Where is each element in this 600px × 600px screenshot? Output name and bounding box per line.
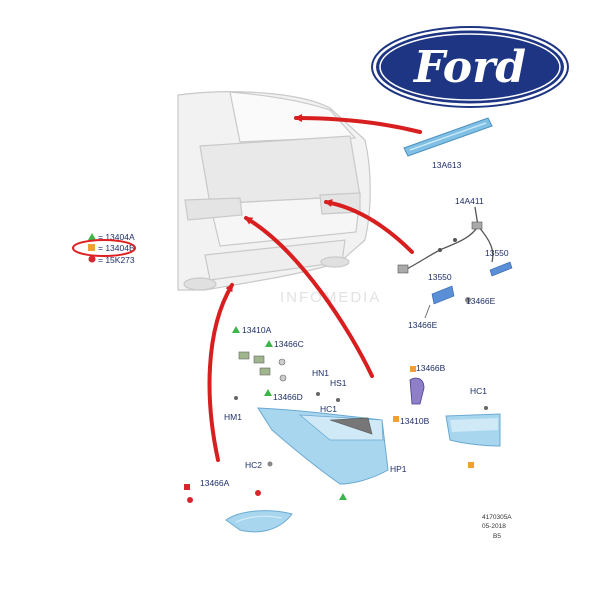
legend-item-15k273: = 15K273	[98, 255, 135, 265]
arrow-14a411	[324, 199, 414, 254]
legend-red-circle-marker	[88, 255, 96, 263]
leader-arrows	[207, 114, 422, 462]
diagram-footer: 4170305A 05-2018 B5	[482, 514, 512, 540]
label-hs1: HS1	[330, 378, 347, 388]
label-13466a: 13466A	[200, 478, 230, 488]
label-13550-left: 13550	[428, 272, 452, 282]
triangle-13466d	[264, 389, 272, 396]
label-14a411: 14A411	[455, 196, 484, 206]
legend-orange-square-marker	[88, 244, 95, 251]
legend-item-13404a: = 13404A	[98, 232, 135, 242]
triangle-13410a	[232, 326, 240, 333]
legend-item-13404b: = 13404B	[98, 243, 135, 253]
label-hm1: HM1	[224, 412, 242, 422]
ford-logo: Ford	[371, 26, 569, 108]
label-13466d: 13466D	[273, 392, 303, 402]
legend-highlight-circle	[72, 239, 136, 257]
label-13410a: 13410A	[242, 325, 272, 335]
legend: = 13404A = 13404B = 15K273	[72, 232, 136, 265]
triangle-hp1-marker	[339, 493, 347, 500]
part-reflector: 13466A	[184, 478, 293, 533]
label-hp1: HP1	[390, 464, 407, 474]
footer-date: 05-2018	[482, 523, 506, 530]
part-tail-lamp-inner: 13466B 13410B HC1	[393, 363, 501, 468]
label-hn1: HN1	[312, 368, 329, 378]
label-13a613: 13A613	[432, 160, 462, 170]
watermark: INFOMEDIA	[280, 289, 381, 306]
legend-green-triangle-marker	[88, 233, 96, 240]
arrow-13a613	[294, 114, 422, 134]
part-socket-group: 13410A 13466C 13466D HN1 HS1 HM1 HC1	[224, 325, 347, 422]
label-hc1-center: HC1	[320, 404, 337, 414]
part-tail-lamp-outer: HP1 HC2	[245, 407, 407, 500]
footer-code: B5	[493, 533, 501, 540]
part-14a411: 14A411 13550 13550 13466E 13466E	[397, 196, 513, 330]
label-hc1-right: HC1	[470, 386, 487, 396]
label-hc2: HC2	[245, 460, 262, 470]
label-13466e-right: 13466E	[466, 296, 496, 306]
part-13a613: 13A613	[403, 117, 493, 170]
label-13466e-left: 13466E	[408, 320, 438, 330]
label-13466b: 13466B	[416, 363, 446, 373]
label-13410b: 13410B	[400, 416, 430, 426]
arrow-tail-lamp-outer	[244, 216, 374, 378]
triangle-13466c	[265, 340, 273, 347]
label-13466c: 13466C	[274, 339, 304, 349]
label-13550-right: 13550	[485, 248, 509, 258]
arrow-reflector	[207, 283, 234, 462]
logo-text: Ford	[412, 42, 526, 93]
footer-ref: 4170305A	[482, 514, 512, 521]
